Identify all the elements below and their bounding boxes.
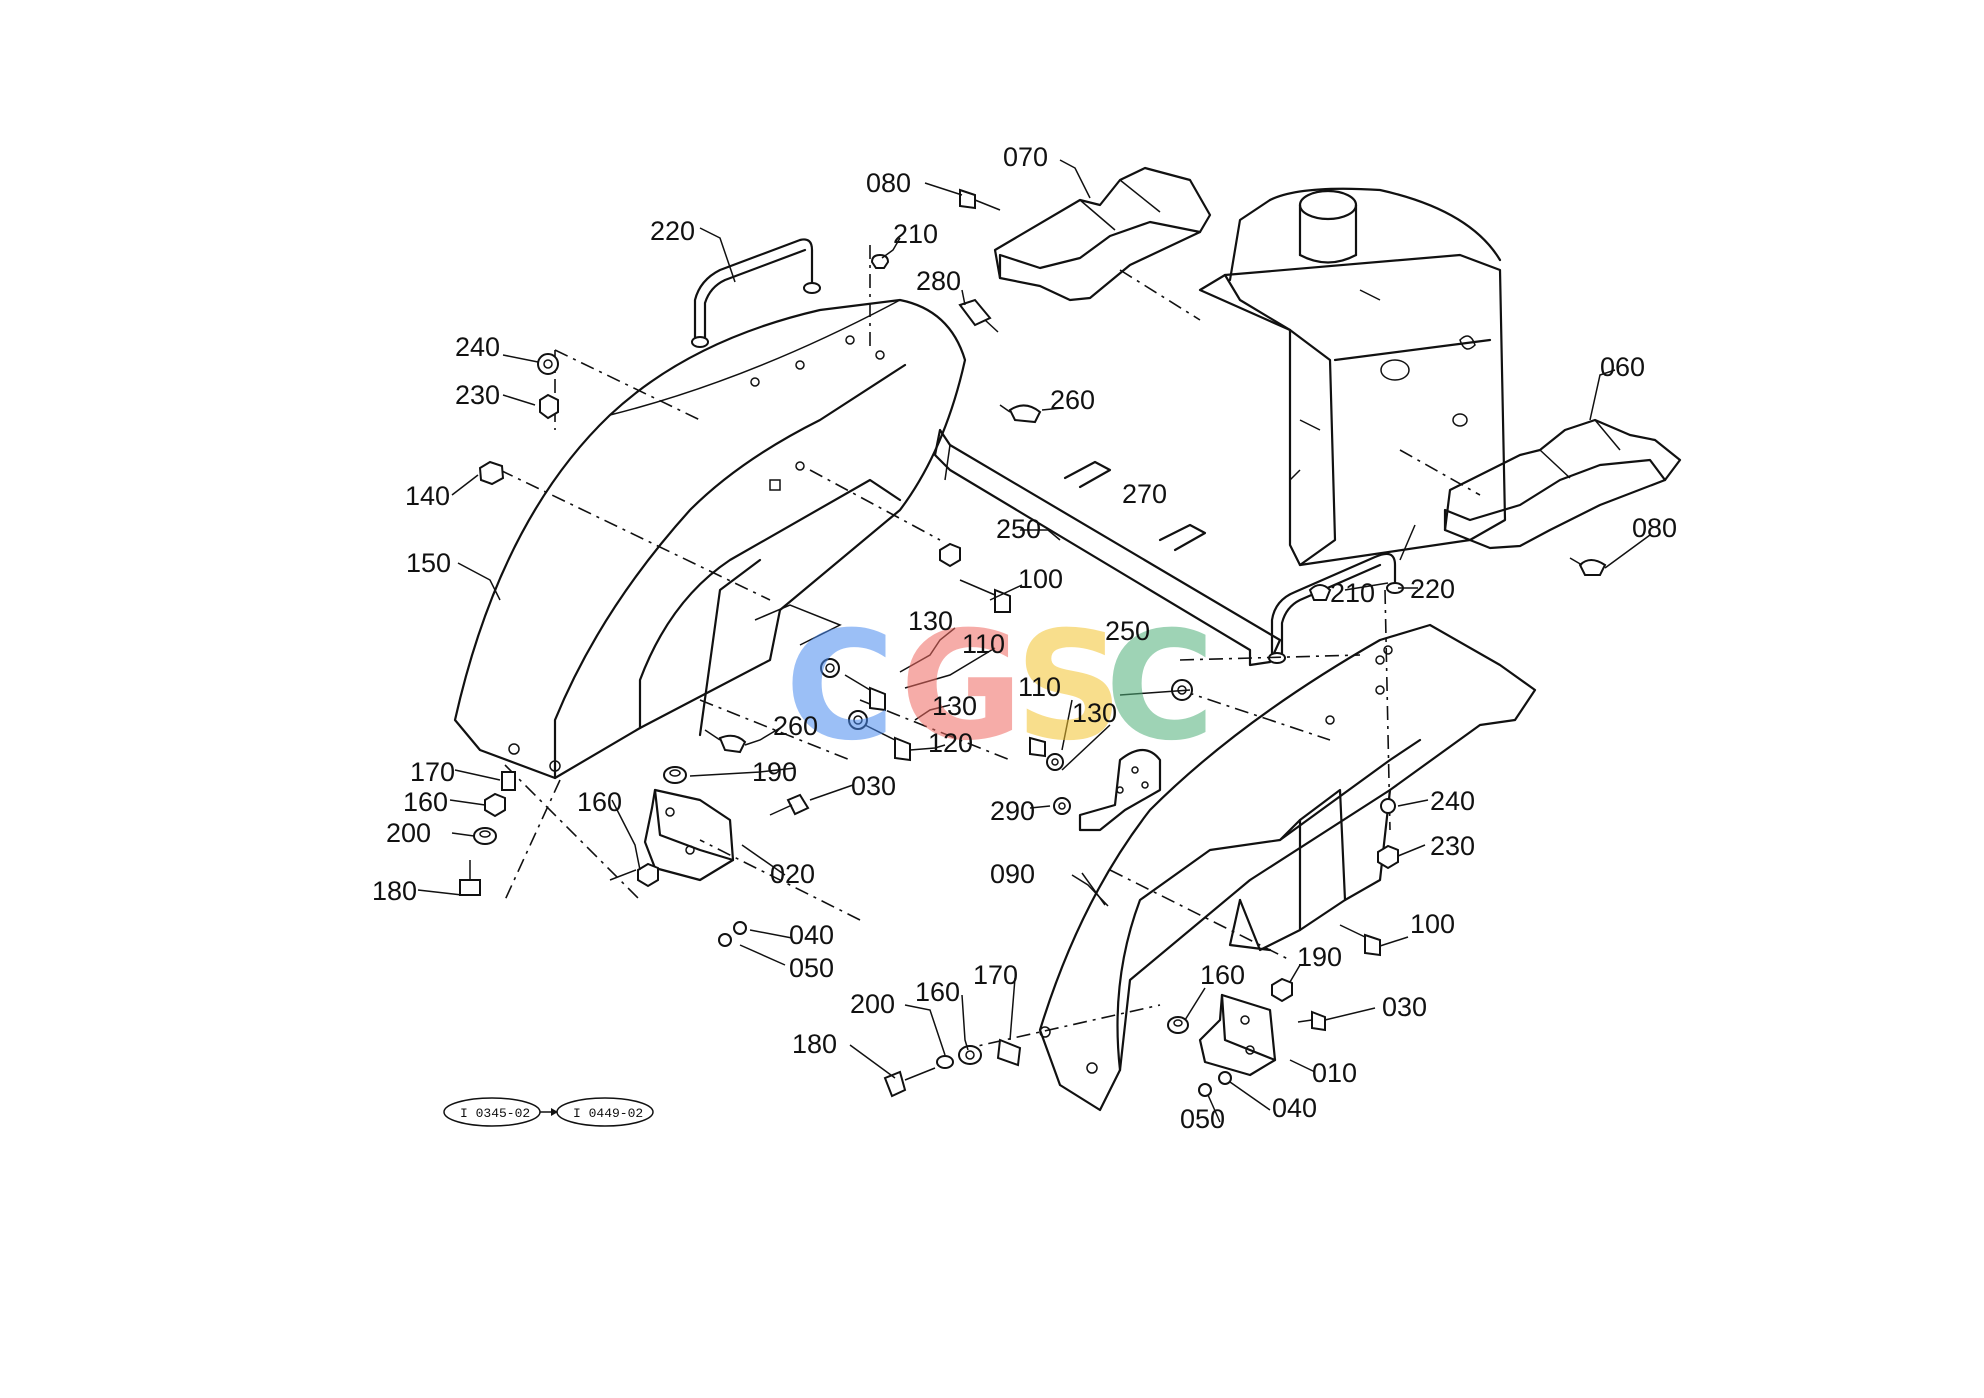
watermark-letter: S xyxy=(1015,600,1123,774)
label-290: 290 xyxy=(990,796,1035,826)
label-160: 160 xyxy=(577,787,622,817)
label-010: 010 xyxy=(1312,1058,1357,1088)
label-080: 080 xyxy=(866,168,911,198)
left-fender xyxy=(453,298,967,780)
label-180: 180 xyxy=(792,1029,837,1059)
label-130: 130 xyxy=(908,606,953,636)
label-110: 110 xyxy=(962,629,1005,659)
label-070: 070 xyxy=(1003,142,1048,172)
label-160: 160 xyxy=(915,977,960,1007)
label-190: 190 xyxy=(1297,942,1342,972)
label-100: 100 xyxy=(1018,564,1063,594)
label-260: 260 xyxy=(773,711,818,741)
label-040: 040 xyxy=(1272,1093,1317,1123)
label-040: 040 xyxy=(789,920,834,950)
label-160: 160 xyxy=(1200,960,1245,990)
label-180: 180 xyxy=(372,876,417,906)
label-210: 210 xyxy=(1330,578,1375,608)
label-060: 060 xyxy=(1600,352,1645,382)
label-220: 220 xyxy=(650,216,695,246)
label-280: 280 xyxy=(916,266,961,296)
leader-lines xyxy=(417,159,1651,1123)
label-170: 170 xyxy=(410,757,455,787)
watermark-letter: C xyxy=(1105,600,1215,774)
hardware xyxy=(459,188,1607,1098)
bracket-290 xyxy=(1078,748,1162,832)
step-plate-060 xyxy=(1443,418,1682,550)
right-fender xyxy=(1038,623,1537,1112)
watermark-letter: C xyxy=(785,600,895,774)
label-120: 120 xyxy=(928,728,973,758)
label-190: 190 xyxy=(752,757,797,787)
label-270: 270 xyxy=(1122,479,1167,509)
bracket-020 xyxy=(643,788,735,882)
part-labels: 070 080 220 210 280 240 230 260 060 140 … xyxy=(372,142,1677,1134)
step-plate-070 xyxy=(993,166,1212,302)
serial-to: I 0449-02 xyxy=(573,1106,643,1121)
label-050: 050 xyxy=(1180,1104,1225,1134)
label-210: 210 xyxy=(893,219,938,249)
handrail-left xyxy=(691,238,821,348)
label-130: 130 xyxy=(932,691,977,721)
serial-range-tag: I 0345-02 I 0449-02 xyxy=(443,1097,654,1127)
label-150: 150 xyxy=(406,548,451,578)
label-050: 050 xyxy=(789,953,834,983)
label-250: 250 xyxy=(996,514,1041,544)
label-230: 230 xyxy=(455,380,500,410)
label-220: 220 xyxy=(1410,574,1455,604)
label-240: 240 xyxy=(1430,786,1475,816)
label-230: 230 xyxy=(1430,831,1475,861)
label-030: 030 xyxy=(1382,992,1427,1022)
watermark: C G S C xyxy=(785,600,1215,774)
label-100: 100 xyxy=(1410,909,1455,939)
transmission-housing xyxy=(1198,187,1507,567)
serial-from: I 0345-02 xyxy=(460,1106,530,1121)
label-200: 200 xyxy=(850,989,895,1019)
label-200: 200 xyxy=(386,818,431,848)
label-140: 140 xyxy=(405,481,450,511)
label-090: 090 xyxy=(990,859,1035,889)
label-130: 130 xyxy=(1072,698,1117,728)
bracket-010 xyxy=(1198,993,1277,1077)
label-240: 240 xyxy=(455,332,500,362)
label-030: 030 xyxy=(851,771,896,801)
label-080: 080 xyxy=(1632,513,1677,543)
label-250: 250 xyxy=(1105,616,1150,646)
label-170: 170 xyxy=(973,960,1018,990)
fender-frame xyxy=(933,428,1282,667)
handrail-right xyxy=(1268,552,1404,664)
alignment-lines xyxy=(499,245,1481,1051)
label-110: 110 xyxy=(1018,672,1061,702)
label-260: 260 xyxy=(1050,385,1095,415)
watermark-letter: G xyxy=(900,600,1023,774)
label-160: 160 xyxy=(403,787,448,817)
label-020: 020 xyxy=(770,859,815,889)
